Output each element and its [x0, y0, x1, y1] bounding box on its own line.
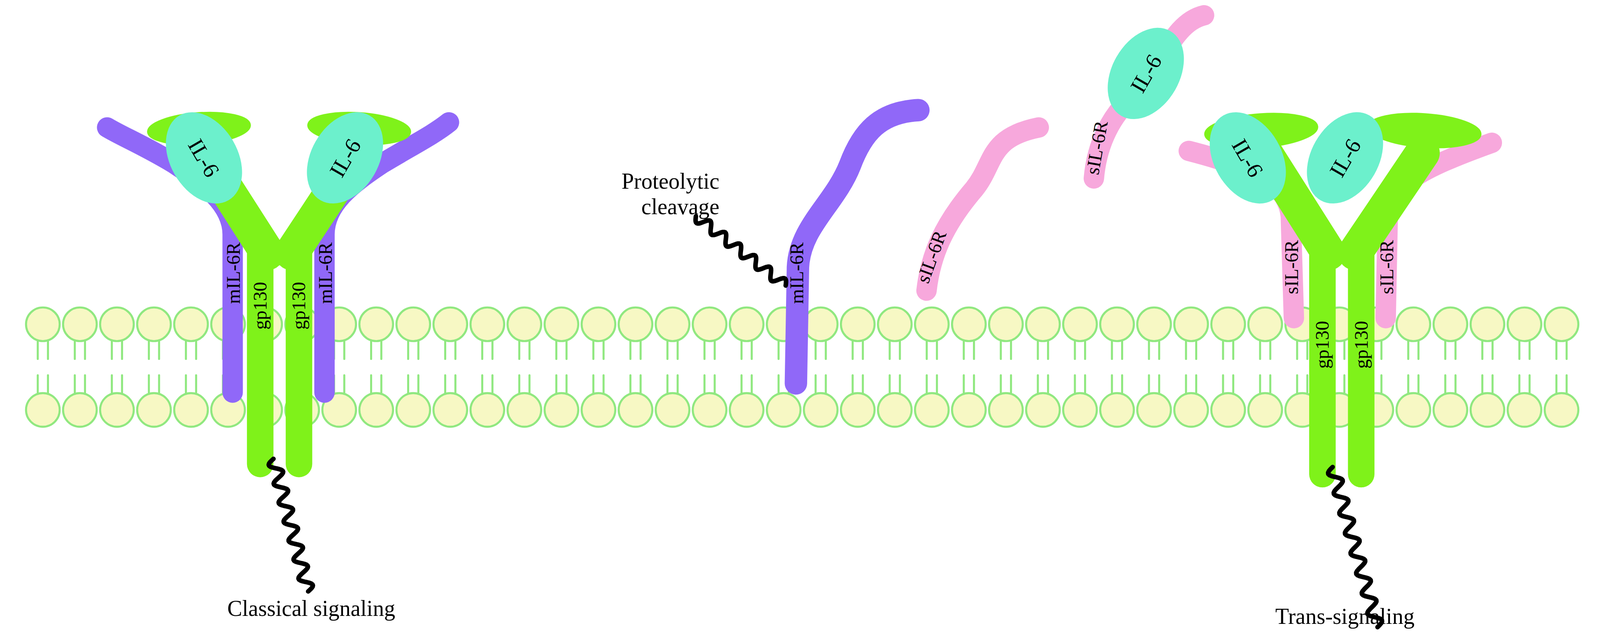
signal-line — [695, 216, 787, 286]
lipid — [1137, 307, 1171, 428]
receptor-label: sIL-6R — [1281, 238, 1302, 297]
lipid — [1174, 307, 1208, 428]
lipid — [25, 307, 60, 428]
lipid — [841, 307, 875, 428]
cytokine-name: IL-6 — [1325, 135, 1365, 181]
lipid — [655, 307, 690, 428]
lipid — [729, 307, 764, 428]
lipid — [1470, 307, 1505, 428]
lipid — [507, 307, 542, 428]
lipid — [915, 307, 950, 428]
lipid — [692, 307, 727, 428]
lipid — [803, 307, 838, 428]
lipid — [1433, 307, 1468, 428]
receptor-name: gp130 — [250, 282, 270, 330]
lipid — [952, 307, 987, 428]
lipid — [878, 307, 912, 428]
annotation-label: Classical signaling — [227, 596, 396, 622]
lipid — [1100, 307, 1134, 428]
lipid — [396, 307, 431, 428]
receptor-name: mIL-6R — [787, 242, 807, 305]
receptor-label: sIL-6R — [1376, 238, 1398, 297]
receptor-name: mIL-6R — [224, 242, 244, 305]
receptor-label: gp130 — [1350, 319, 1372, 371]
receptor-label: mIL-6R — [786, 241, 808, 306]
lipid — [470, 307, 505, 428]
lipid — [618, 307, 653, 428]
lipid — [1507, 307, 1542, 428]
receptor-name: sIL-6R — [1282, 240, 1302, 295]
lipid — [100, 307, 134, 428]
receptor-name: gp130 — [1312, 321, 1332, 369]
gp130-receptor — [1203, 110, 1482, 475]
cytokine-name: IL-6 — [184, 135, 224, 181]
lipid — [989, 307, 1024, 428]
receptor-label: gp130 — [288, 280, 310, 332]
receptor-name: sIL-6R — [1082, 119, 1112, 177]
signal-line — [268, 216, 1383, 628]
receptor-name: gp130 — [1351, 321, 1371, 369]
receptor-label: gp130 — [1311, 319, 1333, 371]
lipid — [359, 307, 394, 428]
lipid — [1396, 307, 1431, 428]
lipid — [544, 307, 579, 428]
cytokine-name: IL-6 — [1228, 135, 1268, 181]
receptor-name: sIL-6R — [1377, 240, 1397, 295]
lipid — [137, 307, 171, 428]
annotation-label: Proteolytic cleavage — [592, 168, 720, 220]
receptor-label: mIL-6R — [223, 241, 245, 306]
lipid — [581, 307, 616, 428]
lipid — [62, 307, 97, 428]
soluble-receptor — [926, 15, 1493, 319]
lipid — [1248, 307, 1283, 428]
cytokine-name: IL-6 — [325, 135, 365, 181]
lipid — [1063, 307, 1098, 428]
lipid — [1544, 307, 1579, 428]
signal-line — [268, 459, 314, 593]
receptor-label: mIL-6R — [315, 241, 336, 306]
receptor-name: mIL-6R — [315, 242, 336, 305]
cytokine-name: IL-6 — [1126, 50, 1166, 97]
receptor-label: gp130 — [249, 280, 271, 332]
lipid — [433, 307, 468, 428]
receptor-name: gp130 — [289, 282, 309, 330]
lipid — [1026, 307, 1061, 428]
lipid — [174, 307, 208, 428]
lipid — [1211, 307, 1246, 428]
annotation-label: Trans-signaling — [1275, 603, 1415, 630]
signal-line — [1328, 467, 1383, 628]
receptor-label: sIL-6R — [911, 226, 951, 288]
